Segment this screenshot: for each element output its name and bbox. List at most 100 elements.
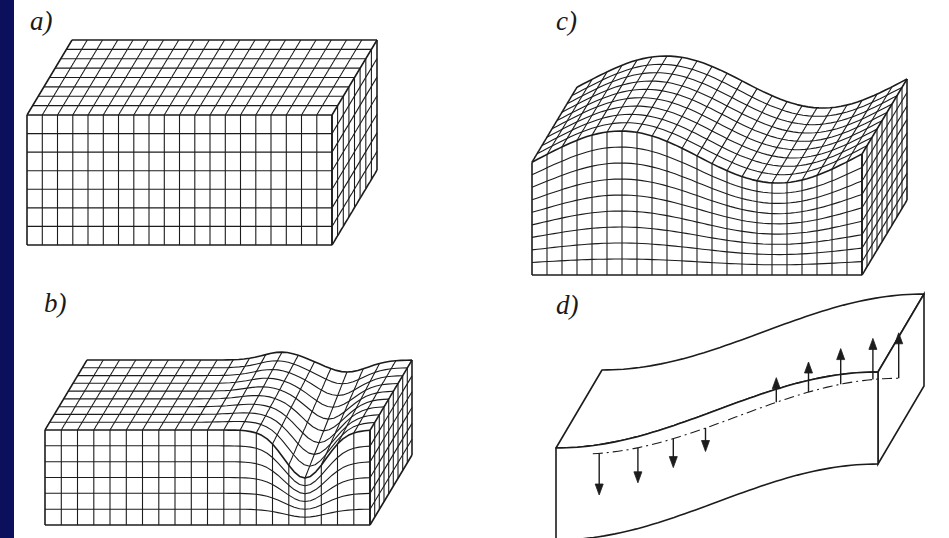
grid-line xyxy=(26,115,28,245)
grid-line xyxy=(531,162,533,275)
stress-arrow-shaft xyxy=(599,453,600,486)
grid-line xyxy=(27,133,332,134)
stress-arrow-shaft xyxy=(637,448,638,474)
grid-line xyxy=(552,98,882,150)
stress-arrow-shaft xyxy=(673,439,674,459)
grid-line xyxy=(816,175,817,275)
grid-line xyxy=(547,106,877,158)
grid-line xyxy=(27,244,332,246)
grid-line xyxy=(225,115,226,245)
stress-arrow-shaft xyxy=(872,347,873,379)
grid-line xyxy=(637,57,682,132)
grid-line xyxy=(87,352,412,372)
grid-line xyxy=(332,170,377,245)
grid-line xyxy=(332,77,377,152)
grid-line xyxy=(741,177,742,275)
grid-line xyxy=(126,360,168,430)
grid-line xyxy=(27,207,332,208)
grid-line xyxy=(103,115,104,245)
panel-label: d) xyxy=(556,292,579,319)
grid-line xyxy=(42,115,43,245)
grid-line xyxy=(651,136,652,275)
grid-line xyxy=(332,114,377,189)
plate-front-face xyxy=(556,372,878,538)
grid-line xyxy=(45,360,87,430)
grid-line xyxy=(64,396,389,431)
grid-line xyxy=(301,115,302,245)
grid-line xyxy=(45,462,370,494)
stress-arrow-head xyxy=(869,338,877,349)
grid-line xyxy=(50,77,355,78)
grid-line xyxy=(861,154,863,275)
grid-line xyxy=(532,243,862,255)
stress-arrow-head xyxy=(805,362,813,373)
grid-line xyxy=(332,59,377,134)
grid-line xyxy=(370,439,412,509)
grid-line xyxy=(666,141,667,275)
grid-line xyxy=(148,115,149,245)
grid-line xyxy=(370,455,412,525)
grid-line xyxy=(886,112,887,233)
grid-line xyxy=(133,115,134,245)
grid-line xyxy=(82,361,407,384)
stress-arrow-head xyxy=(895,333,903,344)
grid-line xyxy=(846,162,847,275)
grid-line xyxy=(771,183,772,275)
grid-line xyxy=(370,392,412,462)
grid-line xyxy=(712,89,757,164)
grid-line xyxy=(61,360,103,430)
grid-line xyxy=(57,115,58,245)
grid-line xyxy=(164,115,165,245)
grid-line xyxy=(27,152,332,153)
grid-line xyxy=(896,96,897,217)
grid-line xyxy=(316,115,317,245)
grid-line xyxy=(862,106,907,181)
grid-line xyxy=(786,183,787,275)
stress-arrow-head xyxy=(669,457,677,468)
grid-line xyxy=(871,137,872,258)
grid-line xyxy=(191,360,233,430)
grid-line xyxy=(696,156,697,275)
grid-line xyxy=(636,132,637,275)
grid-line xyxy=(87,115,88,245)
grid-line xyxy=(562,81,892,133)
stress-arrow-head xyxy=(772,378,780,389)
grid-line xyxy=(110,360,152,430)
grid-line xyxy=(72,39,377,41)
grid-line xyxy=(255,115,256,245)
grid-line xyxy=(45,478,370,502)
grid-line xyxy=(370,360,412,430)
grid-line xyxy=(27,226,332,227)
grid-line xyxy=(78,370,403,396)
grid-line xyxy=(577,65,622,140)
grid-line xyxy=(577,56,907,108)
grid-line xyxy=(332,151,377,226)
grid-line xyxy=(27,170,332,171)
grid-line xyxy=(45,446,370,486)
grid-line xyxy=(159,360,201,430)
grid-line xyxy=(50,422,375,467)
grid-line xyxy=(801,180,802,275)
grid-line xyxy=(591,135,592,275)
grid-line xyxy=(72,115,73,245)
grid-line xyxy=(209,115,210,245)
grid-line xyxy=(68,387,393,419)
grid-line xyxy=(681,148,682,275)
grid-line xyxy=(78,360,120,430)
grid-line xyxy=(532,227,862,244)
grid-line xyxy=(572,64,902,116)
stress-arrow-head xyxy=(595,484,603,495)
stress-arrow-head xyxy=(837,349,845,360)
grid-line xyxy=(286,115,287,245)
neutral-axis xyxy=(593,378,899,454)
folded-block xyxy=(532,56,907,275)
stress-arrow-head xyxy=(634,472,642,483)
grid-line xyxy=(817,100,862,175)
grid-line xyxy=(881,121,882,242)
grid-line xyxy=(711,164,712,275)
grid-line xyxy=(370,408,412,478)
grid-line xyxy=(561,147,562,275)
grid-line xyxy=(332,96,377,171)
grid-line xyxy=(901,87,902,208)
